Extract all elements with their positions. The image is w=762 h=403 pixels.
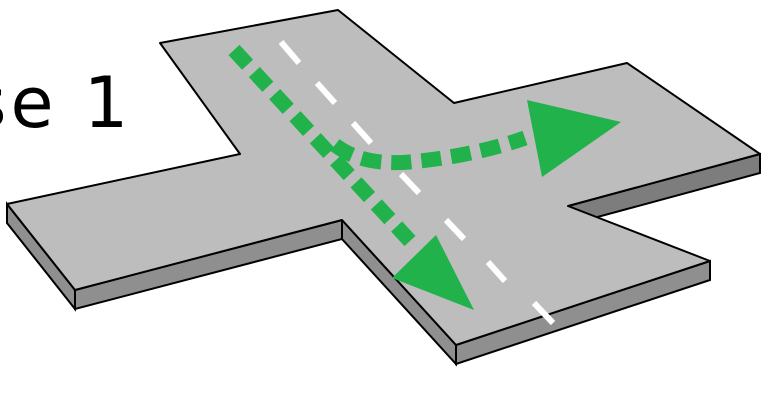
lane-dash xyxy=(350,120,374,146)
lane-dash xyxy=(531,300,556,326)
lane-dash xyxy=(485,259,508,284)
lane-dash xyxy=(314,80,338,106)
lane-dash xyxy=(443,217,467,242)
road-top-surface xyxy=(6,9,761,346)
lane-dash xyxy=(398,171,422,196)
lane-dash xyxy=(278,40,302,65)
straight-arrowhead xyxy=(392,235,474,310)
turn-path xyxy=(330,130,528,171)
lane-markings xyxy=(278,40,556,326)
case-label: se 1 xyxy=(0,62,133,144)
arrow-down-right-icon xyxy=(228,44,474,310)
straight-path xyxy=(228,44,416,247)
arrow-turn-right-icon xyxy=(330,100,621,177)
turn-arrowhead xyxy=(527,100,621,177)
